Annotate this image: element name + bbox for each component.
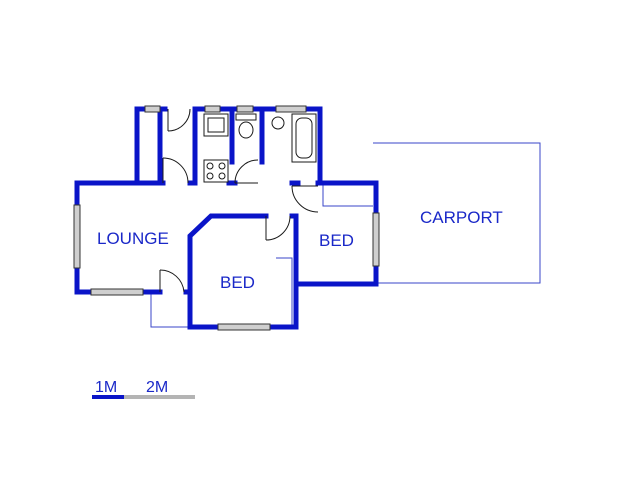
scale-label-2m: 2M [146,379,168,396]
stove-icon [203,159,229,183]
room-label-bed-left: BED [220,273,255,292]
room-label-lounge: LOUNGE [97,229,169,248]
room-label-carport: CARPORT [420,208,503,227]
bed-step-outline [276,257,293,329]
scale-bar: 1M 2M [92,379,195,399]
passage-step-outline [322,185,373,207]
room-label-bed-right: BED [319,231,354,250]
basin-icon [271,116,285,130]
toilet-icon [235,113,257,121]
scale-label-1m: 1M [95,379,117,396]
carport-outline [373,142,541,284]
fixtures [203,113,317,183]
doors [159,108,319,293]
lounge-step-outline [150,292,190,328]
windows [73,105,380,331]
walls [74,106,379,330]
